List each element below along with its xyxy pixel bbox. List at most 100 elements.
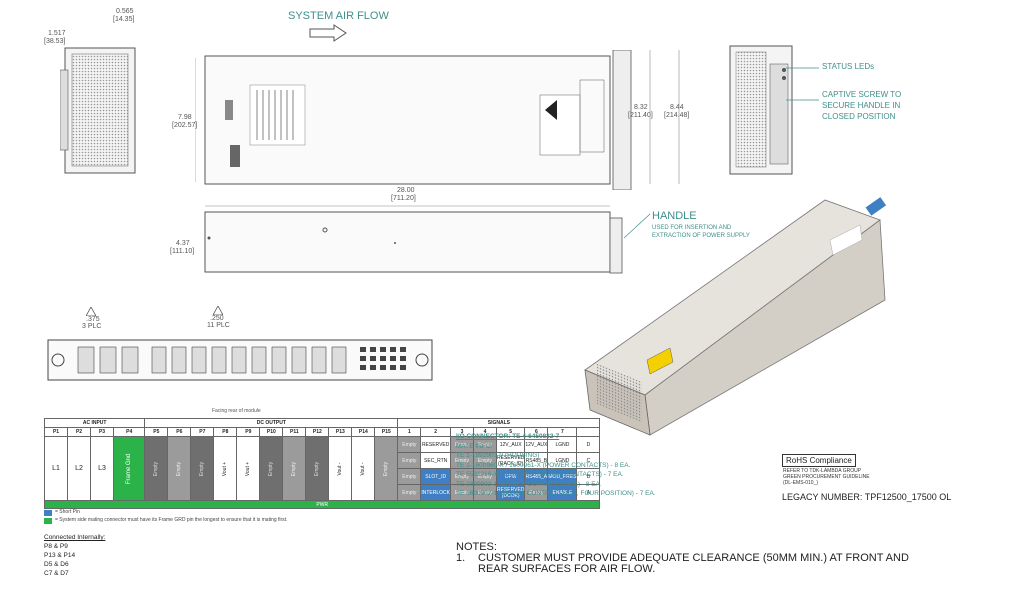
plc-3: 3 PLC bbox=[82, 323, 102, 330]
sig-cell: LGND bbox=[547, 436, 578, 453]
io-line: TE 1600903-1 (POWER CONTACT LOCK) - 8 EA… bbox=[456, 480, 602, 488]
sig-cell: Empty bbox=[397, 484, 422, 501]
col-header: P14 bbox=[351, 427, 376, 437]
empty-label: Empty bbox=[199, 461, 206, 476]
handle-sub-2: EXTRACTION OF POWER SUPPLY bbox=[652, 233, 750, 239]
rev-marker-icon bbox=[86, 307, 96, 316]
pin-p14: Vout - bbox=[351, 436, 376, 501]
connector-drawing bbox=[47, 339, 433, 381]
io-info: I/O CONNECTOR: TE 4-6450832-7 MATE INFO:… bbox=[456, 432, 656, 499]
notes-number: 1. bbox=[456, 552, 466, 564]
legacy-number: LEGACY NUMBER: TPF12500_17500 OL bbox=[782, 492, 952, 502]
notes-line-1: CUSTOMER MUST PROVIDE ADEQUATE CLEARANCE… bbox=[478, 552, 909, 564]
dim-1435: [14.35] bbox=[113, 16, 135, 23]
sig-cell: LGND bbox=[547, 452, 578, 469]
internal-item: P8 & P9 bbox=[44, 543, 68, 550]
dim-21140: [211.40] bbox=[628, 112, 653, 119]
internal-item: D5 & D6 bbox=[44, 561, 69, 568]
vout-minus-label: Vout - bbox=[360, 461, 367, 476]
rohs-line-2: GREEN PROCUREMENT GUIDELINE bbox=[783, 474, 870, 480]
empty-label: Empty bbox=[314, 461, 321, 476]
io-line: TE 1600902-1 (SIGNAL CONTACT LOCK, FOUR … bbox=[456, 490, 656, 497]
dim-21448: [214.48] bbox=[664, 112, 690, 119]
col-header: P3 bbox=[90, 427, 114, 437]
pin-p9: Vout + bbox=[236, 436, 261, 501]
pinout-table: AC INPUT DC OUTPUT SIGNALS P1 P2 P3 P4 P… bbox=[43, 418, 601, 509]
col-header: P7 bbox=[190, 427, 215, 437]
col-header: P5 bbox=[144, 427, 169, 437]
pin-p12: Empty bbox=[305, 436, 330, 501]
internal-title: Connected Internally: bbox=[44, 534, 106, 541]
sig-cell: RESERVED bbox=[420, 436, 451, 453]
rohs-line-1: REFER TO TDK-LAMBDA GROUP bbox=[783, 468, 862, 474]
notes-line-2: REAR SURFACES FOR AIR FLOW. bbox=[478, 563, 656, 575]
sig-cell: Empty bbox=[472, 436, 497, 453]
sig-cell: Empty bbox=[397, 436, 422, 453]
io-mate: MATE INFO: bbox=[456, 442, 493, 450]
airflow-arrow-icon bbox=[309, 24, 347, 42]
top-view-body bbox=[195, 50, 632, 190]
dc-output-header: DC OUTPUT bbox=[144, 418, 399, 428]
legend-blue-swatch bbox=[44, 510, 52, 516]
col-header: P1 bbox=[44, 427, 68, 437]
col-header: P12 bbox=[305, 427, 330, 437]
dim-250: .250 bbox=[210, 315, 224, 322]
dim-798: 7.98 bbox=[178, 114, 192, 121]
pin-frame-gnd: Frame Gnd bbox=[112, 436, 146, 501]
pin-l3: L3 bbox=[90, 436, 114, 501]
dim-11110: [111.10] bbox=[170, 248, 195, 255]
sig-cell: Empty bbox=[397, 452, 422, 469]
dim-375: .375 bbox=[86, 316, 100, 323]
io-line: TE 5531216-X / 5531224-X (SIGNAL CONTACT… bbox=[456, 471, 624, 478]
col-header: P10 bbox=[259, 427, 284, 437]
io-title: I/O CONNECTOR: TE 4-6450832-7 bbox=[456, 433, 560, 440]
dim-71120: [711.20] bbox=[391, 195, 416, 202]
pin-p13: Vout - bbox=[328, 436, 353, 501]
sig-cell: Empty bbox=[449, 436, 474, 453]
col-header: P11 bbox=[282, 427, 307, 437]
pin-p8: Vout + bbox=[213, 436, 238, 501]
captive-screw-label-3: CLOSED POSITION bbox=[822, 112, 896, 121]
rear-end-view bbox=[729, 45, 793, 175]
col-header: P6 bbox=[167, 427, 192, 437]
front-end-view bbox=[60, 47, 136, 174]
vout-plus-label: Vout + bbox=[222, 461, 229, 476]
empty-label: Empty bbox=[268, 461, 275, 476]
io-line: TE 1-1892903-9 (HOUSING) bbox=[456, 452, 540, 459]
pwr-bar: PWR bbox=[43, 500, 601, 509]
pin-p15: Empty bbox=[374, 436, 399, 501]
dim-3853: [38.53] bbox=[44, 38, 66, 45]
handle-sub-1: USED FOR INSERTION AND bbox=[652, 225, 732, 231]
handle-label: HANDLE bbox=[652, 210, 697, 222]
pin-l1: L1 bbox=[44, 436, 68, 501]
empty-label: Empty bbox=[176, 461, 183, 476]
vout-minus-label: Vout - bbox=[337, 461, 344, 476]
notes-title: NOTES: bbox=[456, 541, 497, 553]
facing-rear-label: Facing rear of module bbox=[212, 408, 261, 414]
sig-col-header: 2 bbox=[420, 427, 451, 437]
legend-frame-note: = System side mating connector must have… bbox=[55, 517, 288, 523]
dim-1517: 1.517 bbox=[48, 30, 66, 37]
rohs-box: RoHS Compliance bbox=[782, 454, 856, 467]
sig-cell: Empty bbox=[524, 484, 549, 501]
sig-cell: RESERVED (DCOK) bbox=[495, 484, 526, 501]
dim-437: 4.37 bbox=[176, 240, 190, 247]
dim-2800: 28.00 bbox=[397, 187, 415, 194]
io-line: TE 1-1600960-X / 1600961-X (POWER CONTAC… bbox=[456, 461, 631, 469]
empty-label: Empty bbox=[291, 461, 298, 476]
pin-p7: Empty bbox=[190, 436, 215, 501]
dim-20257: [202.57] bbox=[172, 122, 198, 129]
status-leds-label: STATUS LEDs bbox=[822, 62, 875, 71]
col-header: P15 bbox=[374, 427, 399, 437]
ac-input-header: AC INPUT bbox=[43, 418, 146, 428]
sig-col-header: 1 bbox=[397, 427, 422, 437]
empty-label: Empty bbox=[153, 461, 160, 476]
col-header: P13 bbox=[328, 427, 353, 437]
dim-832: 8.32 bbox=[634, 104, 648, 111]
sig-cell: RESERVED (RACK_ID) bbox=[495, 452, 526, 469]
frame-gnd-label: Frame Gnd bbox=[126, 453, 133, 484]
internal-item: P13 & P14 bbox=[44, 552, 76, 559]
pin-p6: Empty bbox=[167, 436, 192, 501]
internal-item: C7 & D7 bbox=[44, 570, 69, 577]
col-header: P8 bbox=[213, 427, 238, 437]
